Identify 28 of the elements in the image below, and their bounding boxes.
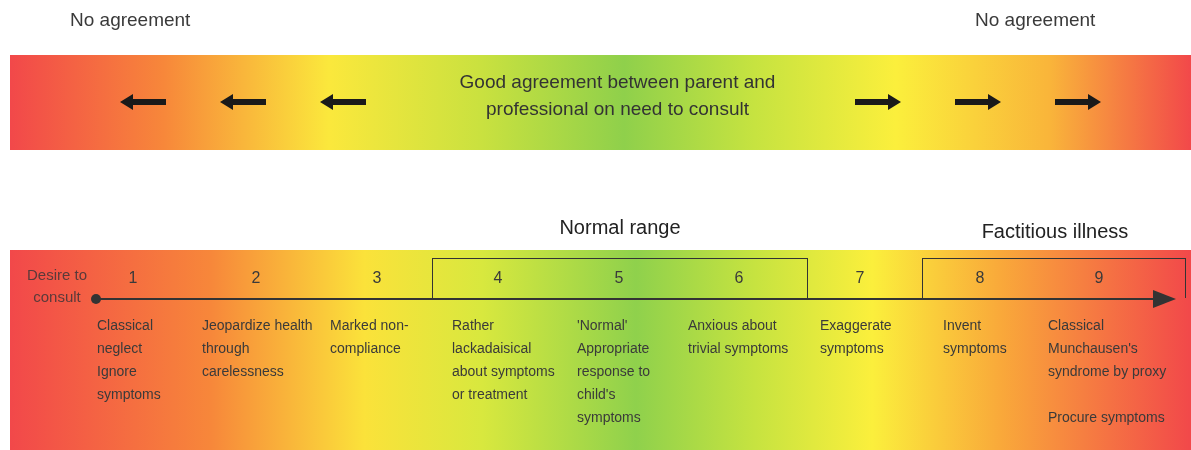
end-label: No agreement <box>70 8 192 31</box>
scale-description: Invent symptoms <box>943 316 1008 358</box>
scale-description: Marked non-compliance <box>330 316 410 358</box>
scale-number: 4 <box>492 268 504 288</box>
scale-number: 3 <box>371 268 383 288</box>
scale-description: Classical Munchausen's syndrome by proxy <box>1048 316 1168 381</box>
band-text: Good agreement between parent and professional on need to consult <box>458 70 777 121</box>
scale-number: 9 <box>1093 268 1105 288</box>
scale-description: Rather lackadaisical about symptoms or treatment <box>452 316 556 404</box>
range-heading: Normal range <box>558 215 682 240</box>
scale-description: Procure symptoms <box>1048 408 1166 427</box>
scale-description: Ignore symptoms <box>97 362 162 404</box>
end-label: No agreement <box>975 8 1097 31</box>
scale-number: 5 <box>613 268 625 288</box>
scale-number: 8 <box>974 268 986 288</box>
scale-number: 7 <box>854 268 866 288</box>
axis-label: Desire to consult <box>26 265 88 307</box>
scale-description: Appropriate response to child's symptoms <box>577 339 652 427</box>
scale-description: Jeopardize health through carelessness <box>202 316 314 381</box>
scale-number: 6 <box>733 268 745 288</box>
scale-description: Anxious about trivial symptoms <box>688 316 790 358</box>
scale-description: 'Normal' <box>577 316 629 335</box>
agreement-band <box>10 55 1191 150</box>
range-heading: Factitious illness <box>980 219 1130 244</box>
scale-number: 2 <box>250 268 262 288</box>
scale-number: 1 <box>127 268 139 288</box>
scale-description: Classical neglect <box>97 316 154 358</box>
scale-description: Exaggerate symptoms <box>820 316 893 358</box>
